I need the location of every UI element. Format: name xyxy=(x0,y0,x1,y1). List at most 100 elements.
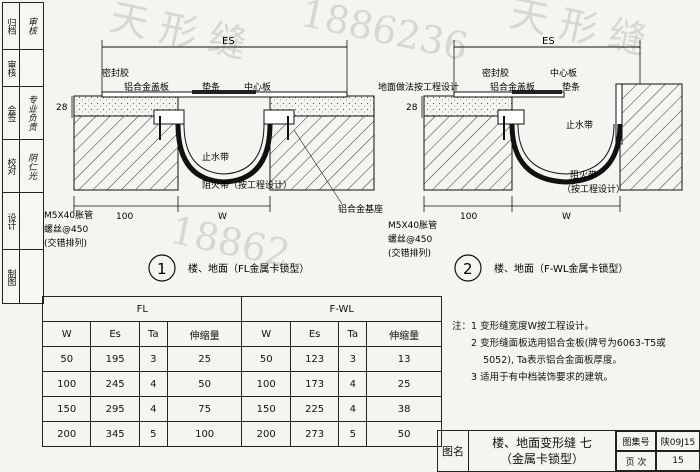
detail-caption: 楼、地面（F-WL金属卡锁型） xyxy=(494,262,628,275)
dim-100: 100 xyxy=(116,212,133,222)
approval-label: 审核 xyxy=(3,50,20,86)
table-row: 100 245 4 50 100 173 4 25 xyxy=(41,371,442,397)
table-row: 150 295 4 75 150 225 4 38 xyxy=(41,396,442,422)
drawing-title: 楼、地面变形缝 七 （金属卡锁型） xyxy=(469,431,616,471)
approval-signature xyxy=(20,193,43,249)
table-cell: 5 xyxy=(338,421,368,447)
label-fire-stop: 阻火带 xyxy=(570,170,597,181)
dim-w: W xyxy=(218,212,227,222)
table-cell: 200 xyxy=(41,421,92,447)
detail-caption: 楼、地面（FL金属卡锁型） xyxy=(188,262,309,275)
label-base: 铝合金基座 xyxy=(338,203,383,215)
joint-diagram-fwl: ES 28 100 W 地面做法按工程设计 密封胶 铝合金盖板 中心板 垫条 止… xyxy=(378,36,683,282)
column-header: 伸缩量 xyxy=(166,321,243,347)
table-cell: 75 xyxy=(166,396,243,422)
label-bolt-spacing: 螺丝@450 xyxy=(388,233,432,245)
table-cell: 4 xyxy=(338,371,368,397)
approval-signature: 专业负责 xyxy=(26,95,36,131)
approval-row: 会签 专业负责 xyxy=(3,87,43,140)
drawing-canvas: ES 28 100 W 密封胶 铝合金盖板 垫条 中心板 止水带 阻 xyxy=(44,36,683,282)
approval-label: 会签 xyxy=(3,87,20,139)
table-cell: 150 xyxy=(41,396,92,422)
note-line: 注： 1 变形缝宽度W按工程设计。 xyxy=(452,318,692,335)
table-cell: 4 xyxy=(338,396,368,422)
label-sealant: 密封胶 xyxy=(482,67,509,79)
group-header-fwl: F-WL xyxy=(241,296,442,322)
table-cell: 50 xyxy=(241,346,291,372)
approval-row: 审核 xyxy=(3,50,43,87)
table-cell: 50 xyxy=(41,346,92,372)
label-pad: 垫条 xyxy=(562,81,580,93)
table-cell: 100 xyxy=(166,421,243,447)
note-line: 3 适用于有中档装饰要求的建筑。 xyxy=(471,372,614,383)
label-sealant: 密封胶 xyxy=(102,67,129,79)
table-cell: 13 xyxy=(366,346,442,372)
note-line: 2 变形缝面板选用铝合金板(牌号为6063-T5或 xyxy=(471,338,666,349)
table-cell: 195 xyxy=(90,346,140,372)
approval-strip: 归档 审核 审核 会签 专业负责 校对 阴仁光 设计 制图 xyxy=(2,2,44,304)
group-header-fl: FL xyxy=(41,296,243,322)
table-cell: 4 xyxy=(138,396,168,422)
atlas-label: 图集号 xyxy=(616,431,656,451)
approval-signature: 阴仁光 xyxy=(26,152,36,180)
table-cell: 3 xyxy=(138,346,168,372)
notes-prefix: 注： xyxy=(452,321,472,332)
column-header: Es xyxy=(90,321,140,347)
detail-number: 2 xyxy=(463,260,473,278)
table-cell: 3 xyxy=(338,346,368,372)
dim-es: ES xyxy=(222,36,235,47)
approval-row: 设计 xyxy=(3,193,43,250)
page-value: 15 xyxy=(656,451,700,471)
label-center-plate: 中心板 xyxy=(244,81,271,93)
dim-28: 28 xyxy=(406,103,418,113)
dim-es: ES xyxy=(542,36,555,47)
dim-w: W xyxy=(562,212,571,222)
approval-label: 设计 xyxy=(3,193,20,249)
table-group-row: FL F-WL xyxy=(41,296,442,322)
table-cell: 5 xyxy=(138,421,168,447)
joint-diagram-fl: ES 28 100 W 密封胶 铝合金盖板 垫条 中心板 止水带 阻 xyxy=(44,36,383,282)
label-bolt-pattern: (交错排列) xyxy=(44,237,87,249)
table-cell: 200 xyxy=(241,421,291,447)
title-name-label: 图名 xyxy=(438,431,469,471)
note-line: 5052), Ta表示铝合金面板厚度。 xyxy=(471,355,623,366)
approval-signature: 审核 xyxy=(26,17,36,35)
approval-signature xyxy=(20,250,43,304)
column-header: Es xyxy=(289,321,340,347)
label-fire-stop: 阻火带（按工程设计） xyxy=(202,179,292,191)
label-pad: 垫条 xyxy=(202,81,220,93)
table-cell: 100 xyxy=(241,371,291,397)
table-cell: 295 xyxy=(90,396,140,422)
atlas-value: 陕09J15 xyxy=(656,431,700,451)
table-row: 200 345 5 100 200 273 5 50 xyxy=(41,421,442,447)
table-cell: 245 xyxy=(90,371,140,397)
label-cover-plate: 铝合金盖板 xyxy=(490,81,535,93)
table-cell: 50 xyxy=(166,371,243,397)
drawing-title-line1: 楼、地面变形缝 七 xyxy=(492,436,592,450)
dim-28: 28 xyxy=(56,103,68,113)
label-center-plate: 中心板 xyxy=(550,67,577,79)
label-bolt-spacing: 螺丝@450 xyxy=(44,223,88,235)
table-cell: 345 xyxy=(90,421,140,447)
page-label: 页 次 xyxy=(616,451,656,471)
approval-label: 归档 xyxy=(3,3,20,49)
approval-label: 制图 xyxy=(3,250,20,304)
title-meta: 图集号 陕09J15 页 次 15 xyxy=(616,431,700,471)
label-fire-stop-note: （按工程设计） xyxy=(562,183,625,195)
label-cover-plate: 铝合金盖板 xyxy=(124,81,169,93)
column-header: Ta xyxy=(138,321,168,347)
table-cell: 173 xyxy=(289,371,340,397)
approval-row: 校对 阴仁光 xyxy=(3,140,43,193)
drawing-title-line2: （金属卡锁型） xyxy=(499,452,584,466)
table-cell: 123 xyxy=(289,346,340,372)
approval-signature xyxy=(20,50,43,86)
approval-label: 校对 xyxy=(3,140,20,192)
table-cell: 273 xyxy=(289,421,340,447)
table-cell: 38 xyxy=(366,396,442,422)
column-header: W xyxy=(41,321,92,347)
label-bolt: M5X40胀管 xyxy=(388,219,437,231)
column-header: Ta xyxy=(338,321,368,347)
label-bolt: M5X40胀管 xyxy=(44,209,93,221)
notes: 注： 1 变形缝宽度W按工程设计。 2 变形缝面板选用铝合金板(牌号为6063-… xyxy=(452,318,692,386)
label-water-stop: 止水带 xyxy=(202,151,229,163)
